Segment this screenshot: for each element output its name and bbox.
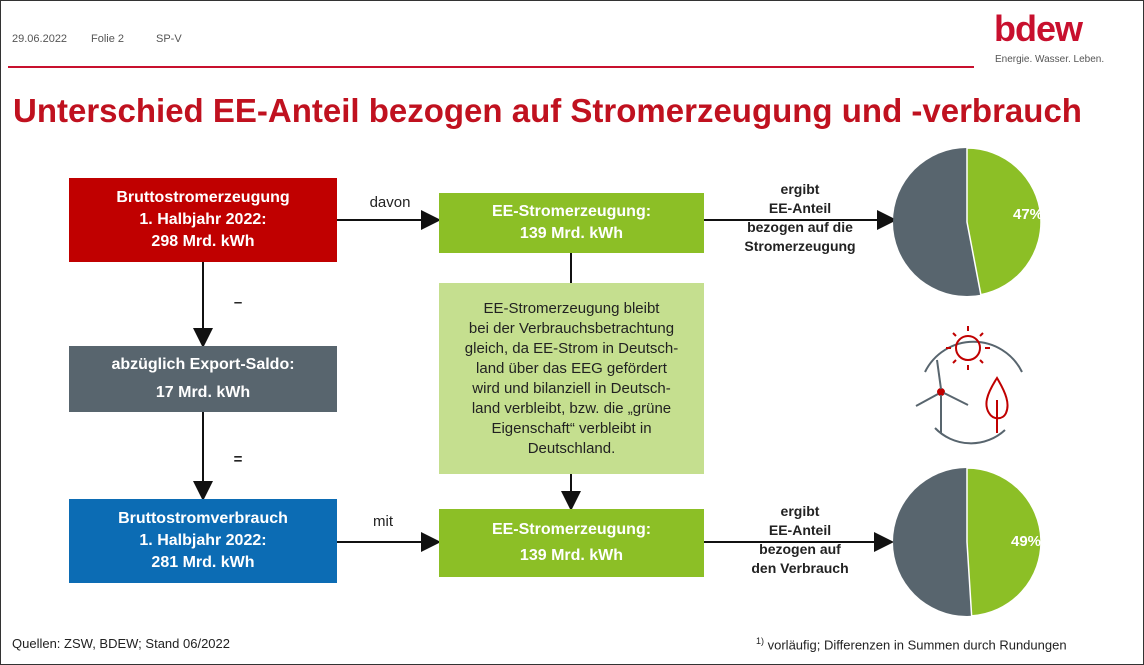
share-consumption-ee-slice: [966, 467, 1042, 617]
wind-turbine-icon: [915, 359, 969, 434]
header-date: 29.06.2022: [12, 33, 68, 45]
box-export-saldo: abzüglich Export-Saldo: 17 Mrd. kWh: [69, 346, 337, 412]
header-dept: SP-V: [156, 33, 182, 45]
arc-decoration: [924, 340, 1023, 445]
label-equals: =: [233, 451, 243, 468]
sun-icon: [946, 326, 990, 370]
result-label-bottom: ergibt EE-Anteil bezogen auf den Verbrau…: [751, 503, 849, 576]
label-davon: davon: [369, 194, 411, 211]
slide-title: Unterschied EE-Anteil bezogen auf Strome…: [13, 92, 1082, 129]
label-minus: –: [233, 294, 243, 311]
logo-tagline: Energie. Wasser. Leben.: [995, 54, 1105, 65]
share-generation-ee-slice: [966, 147, 1042, 296]
footer-source: Quellen: ZSW, BDEW; Stand 06/2022: [12, 636, 230, 651]
flame-icon: [985, 376, 1009, 433]
header-slide: Folie 2: [91, 33, 125, 45]
box-ee-generation-bottom: EE-Stromerzeugung: 139 Mrd. kWh: [439, 509, 704, 577]
header-rule: [8, 66, 974, 68]
box-gross-consumption: Bruttostromverbrauch 1. Halbjahr 2022: 2…: [69, 499, 337, 583]
footer-note: 1) vorläufig; Differenzen in Summen durc…: [756, 636, 1067, 652]
pie-label-bottom: 49%: [1010, 533, 1042, 550]
box-explanation: EE-Stromerzeugung bleibt bei der Verbrau…: [439, 283, 704, 474]
label-mit: mit: [373, 513, 393, 530]
result-label-top: ergibt EE-Anteil bezogen auf die Stromer…: [744, 181, 856, 254]
box-gross-generation: Bruttostromerzeugung 1. Halbjahr 2022: 2…: [69, 178, 337, 262]
footnote-mark: 1): [756, 636, 765, 646]
pie-label-top: 47%: [1012, 206, 1044, 223]
box-ee-generation-top: EE-Stromerzeugung: 139 Mrd. kWh: [439, 193, 704, 253]
logo: bdew: [994, 8, 1083, 49]
footnote-text: vorläufig; Differenzen in Summen durch R…: [764, 637, 1067, 653]
